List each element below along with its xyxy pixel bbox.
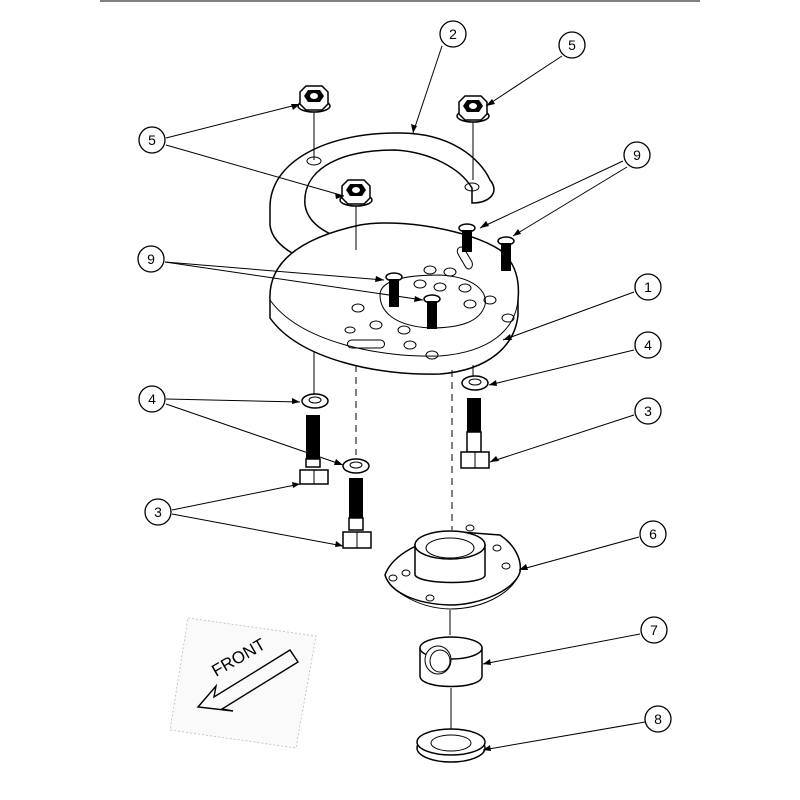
part-9-screw (385, 272, 403, 307)
callout-5-left: 5 (138, 126, 166, 154)
front-label-paper (169, 617, 317, 749)
part-3-bolt (299, 415, 329, 485)
hole (463, 299, 477, 309)
svg-text:5: 5 (568, 37, 576, 53)
part-4-washer (342, 458, 370, 474)
leader-lines (164, 45, 646, 751)
svg-text:3: 3 (154, 504, 162, 520)
hole (443, 267, 457, 277)
slot (456, 246, 473, 270)
svg-text:4: 4 (148, 391, 156, 407)
part-9-screw (458, 223, 476, 252)
callout-9-left: 9 (137, 245, 165, 273)
callout-3-right: 3 (634, 397, 662, 425)
front-arrow-icon (196, 649, 299, 712)
callout-1: 1 (634, 273, 662, 301)
hole (433, 282, 447, 292)
callout-6: 6 (639, 520, 667, 548)
part-6-flange-housing (384, 524, 522, 610)
hole (425, 350, 439, 360)
part-8-spacer-ring (416, 728, 486, 763)
svg-text:6: 6 (649, 526, 657, 542)
hole (483, 295, 497, 305)
svg-text:9: 9 (147, 251, 155, 267)
part-4-washer (461, 375, 489, 391)
front-indicator: FRONT (169, 617, 317, 749)
svg-text:1: 1 (644, 279, 652, 295)
svg-text:4: 4 (644, 337, 652, 353)
part-5-nut-left (297, 85, 331, 113)
svg-text:3: 3 (644, 403, 652, 419)
hole (403, 340, 417, 350)
leader-arrowheads (291, 99, 528, 751)
callout-8: 8 (644, 705, 672, 733)
part-5-nut-right (456, 95, 490, 123)
callout-3-left: 3 (144, 498, 172, 526)
hole (423, 265, 437, 275)
callout-4-right: 4 (634, 331, 662, 359)
hole (501, 313, 515, 323)
callout-4-left: 4 (138, 385, 166, 413)
hole (397, 325, 411, 335)
callout-9-right: 9 (623, 141, 651, 169)
svg-text:5: 5 (148, 132, 156, 148)
hole (344, 326, 356, 334)
hole (413, 279, 427, 289)
part-3-bolt (460, 398, 490, 469)
slot (347, 339, 385, 349)
svg-text:9: 9 (633, 147, 641, 163)
callout-7: 7 (640, 616, 668, 644)
svg-text:7: 7 (650, 622, 658, 638)
part-9-screw (423, 294, 441, 329)
callout-5-right: 5 (558, 31, 586, 59)
hole (369, 320, 383, 330)
svg-text:2: 2 (449, 26, 457, 42)
part-7-bearing (419, 636, 483, 688)
callout-2: 2 (439, 20, 467, 48)
part-9-screw (497, 236, 515, 271)
hole (458, 283, 472, 293)
part-5-nut-center (339, 179, 373, 207)
hole (464, 182, 480, 192)
svg-text:8: 8 (654, 711, 662, 727)
center-slot (379, 274, 486, 329)
part-3-bolt (342, 478, 372, 549)
part-4-washer (301, 393, 329, 409)
hole (351, 303, 365, 313)
